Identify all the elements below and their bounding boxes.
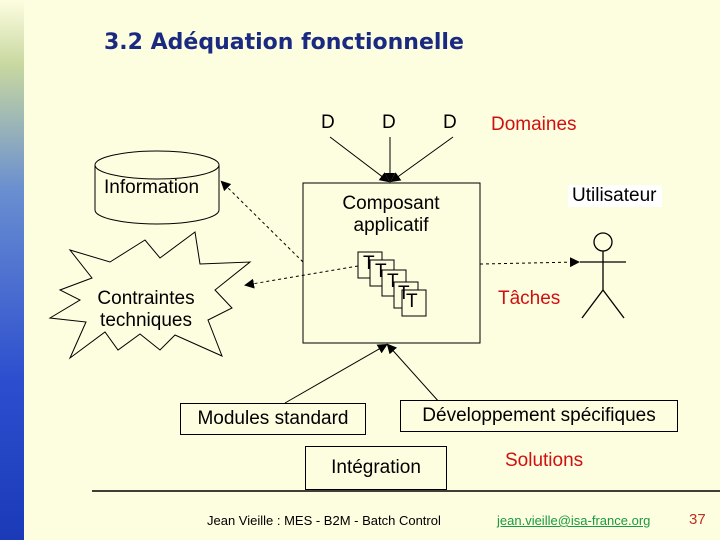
utilisateur-stick-figure xyxy=(580,232,626,319)
footer-author: Jean Vieille : MES - B2M - Batch Control xyxy=(207,513,441,528)
arrow-developpement xyxy=(386,343,441,404)
t-glyph-5: T xyxy=(406,291,418,312)
information-database-shape xyxy=(94,150,220,225)
t-box-5 xyxy=(401,289,427,317)
central-frame xyxy=(302,182,481,344)
t-glyph-1: T xyxy=(363,253,375,274)
contraintes-label: Contraintes techniques xyxy=(97,288,195,331)
t-glyph-3: T xyxy=(387,271,399,292)
information-label: Information xyxy=(104,177,200,198)
domain-label-2: D xyxy=(382,112,396,133)
solutions-label: Solutions xyxy=(505,450,584,471)
dashed-arrow-utilisateur xyxy=(479,257,580,268)
page-number: 37 xyxy=(689,511,706,528)
dashed-arrow-information xyxy=(220,180,304,263)
t-glyph-4: T xyxy=(398,283,410,304)
footer-email-link[interactable]: jean.vieille@isa-france.org xyxy=(497,513,651,528)
t-glyph-2: T xyxy=(375,261,387,282)
integration-box: Intégration xyxy=(305,446,447,490)
slide-title: 3.2 Adéquation fonctionnelle xyxy=(104,30,464,55)
gradient-sidebar xyxy=(0,0,24,540)
contraintes-starburst-shape xyxy=(48,231,252,360)
composant-label: Composant applicatif xyxy=(342,193,440,236)
domain-label-1: D xyxy=(321,112,335,133)
modules-standard-box: Modules standard xyxy=(180,403,366,435)
domaines-label: Domaines xyxy=(491,114,577,135)
utilisateur-label: Utilisateur xyxy=(568,185,663,207)
developpement-box: Développement spécifiques xyxy=(400,400,678,432)
dashed-arrow-contraintes xyxy=(244,265,359,289)
arrow-d1 xyxy=(329,136,390,183)
arrow-modules xyxy=(284,344,388,404)
arrow-d3 xyxy=(390,136,454,183)
taches-label: Tâches xyxy=(498,288,561,309)
domain-label-3: D xyxy=(443,112,457,133)
